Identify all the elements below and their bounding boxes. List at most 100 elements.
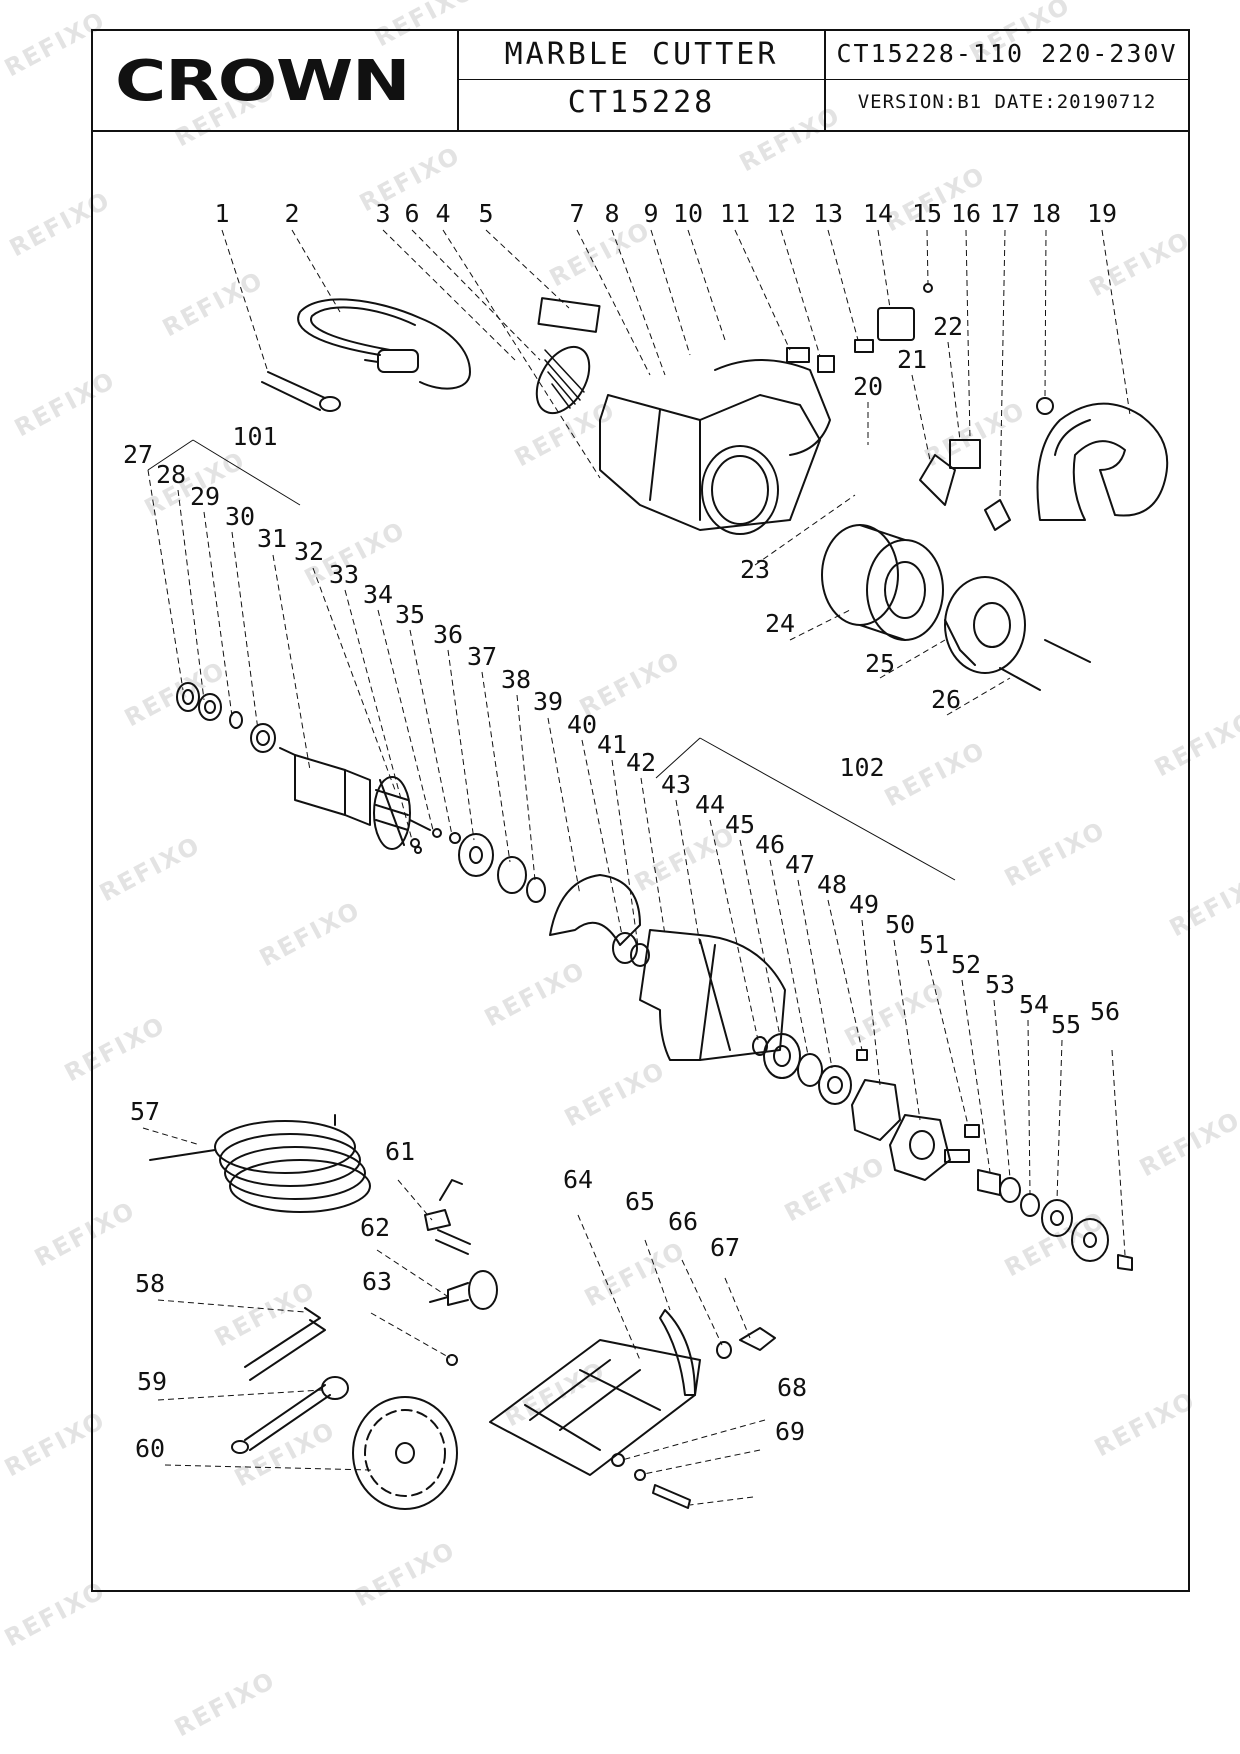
part-number-1: 1 <box>214 199 229 228</box>
part-number-25: 25 <box>865 649 895 678</box>
part-number-9: 9 <box>643 199 658 228</box>
part-47-key <box>856 1049 868 1061</box>
part-number-14: 14 <box>863 199 893 228</box>
part-number-66: 66 <box>668 1207 698 1236</box>
version-date: VERSION:B1 DATE:20190712 <box>857 91 1157 113</box>
part-number-23: 23 <box>740 555 770 584</box>
part-number-18: 18 <box>1031 199 1061 228</box>
part-67-nut <box>611 1453 625 1467</box>
drawing-sheet: CROWN MARBLE CUTTER CT15228 CT15228-110 … <box>91 29 1190 1592</box>
part-number-34: 34 <box>363 580 393 609</box>
part-57-hex-key <box>244 1307 326 1381</box>
part-number-54: 54 <box>1019 990 1049 1019</box>
part-21-cap <box>919 454 956 506</box>
part-26-screw-a <box>1044 639 1091 663</box>
part-number-68: 68 <box>777 1373 807 1402</box>
part-69-bolt <box>652 1484 691 1509</box>
part-number-50: 50 <box>885 910 915 939</box>
part-number-19: 19 <box>1087 199 1117 228</box>
part-number-44: 44 <box>695 790 725 819</box>
part-12-carbon <box>817 355 835 373</box>
part-number-53: 53 <box>985 970 1015 999</box>
part-49-flange <box>889 1114 951 1181</box>
part-number-62: 62 <box>360 1213 390 1242</box>
part-52-spindle <box>977 1169 1001 1196</box>
part-number-58: 58 <box>135 1269 165 1298</box>
part-62-screw <box>446 1354 458 1366</box>
part-39-cover <box>549 874 641 946</box>
part-15-screw <box>923 283 933 293</box>
part-26-screw-b <box>999 667 1041 691</box>
part-number-13: 13 <box>813 199 843 228</box>
part-number-35: 35 <box>395 600 425 629</box>
part-number-52: 52 <box>951 950 981 979</box>
part-number-38: 38 <box>501 665 531 694</box>
part-4-grille <box>535 345 591 415</box>
part-36-plate <box>458 833 494 877</box>
part-7-motor-housing <box>599 359 831 535</box>
part-48-gasket <box>851 1079 901 1141</box>
part-number-29: 29 <box>190 482 220 511</box>
part-number-31: 31 <box>257 524 287 553</box>
part-number-57: 57 <box>130 1097 160 1126</box>
part-66-knob <box>739 1327 776 1351</box>
part-number-56: 56 <box>1090 997 1120 1026</box>
logo-cell: CROWN <box>93 31 459 132</box>
part-14-switch <box>877 307 915 341</box>
part-number-11: 11 <box>720 199 750 228</box>
part-52-ring <box>999 1177 1021 1203</box>
part-number-5: 5 <box>478 199 493 228</box>
part-51-screw <box>944 1149 970 1163</box>
title-cell: MARBLE CUTTER CT15228 <box>459 31 826 132</box>
part-number-12: 12 <box>766 199 796 228</box>
part-5-label <box>537 297 601 333</box>
part-number-21: 21 <box>897 345 927 374</box>
part-number-45: 45 <box>725 810 755 839</box>
part-18-nut <box>1036 397 1054 415</box>
assembly-number-102: 102 <box>839 753 884 782</box>
title-divider <box>459 79 824 80</box>
part-24-stator <box>821 524 944 641</box>
part-number-33: 33 <box>329 560 359 589</box>
part-number-36: 36 <box>433 620 463 649</box>
parts-27-30-bearings <box>176 682 276 753</box>
part-17-clip <box>984 499 1011 531</box>
part-11-cap <box>786 347 810 363</box>
part-number-2: 2 <box>284 199 299 228</box>
part-31-armature <box>279 747 431 850</box>
part-54-flange <box>1041 1199 1073 1237</box>
part-38-bearing <box>526 877 546 903</box>
part-number-46: 46 <box>755 830 785 859</box>
part-44-gear <box>763 1033 801 1079</box>
part-53-oring <box>1020 1193 1040 1217</box>
part-number-15: 15 <box>912 199 942 228</box>
part-number-69: 69 <box>775 1417 805 1446</box>
part-number-24: 24 <box>765 609 795 638</box>
model-cell: CT15228-110 220-230V VERSION:B1 DATE:201… <box>826 31 1188 132</box>
part-number-40: 40 <box>567 710 597 739</box>
model-voltage: CT15228-110 220-230V <box>836 39 1178 68</box>
part-19-handle <box>1036 402 1169 521</box>
part-37-washer <box>497 856 527 894</box>
part-50-screw <box>964 1124 980 1138</box>
leader-lines <box>142 229 1131 1506</box>
part-number-60: 60 <box>135 1434 165 1463</box>
part-number-65: 65 <box>625 1187 655 1216</box>
part-number-8: 8 <box>604 199 619 228</box>
part-22-board <box>949 439 981 469</box>
part-number-63: 63 <box>362 1267 392 1296</box>
part-1-tube <box>261 371 341 412</box>
part-55-bolt <box>1117 1254 1133 1271</box>
part-25-baffle <box>944 576 1026 674</box>
part-13-brush <box>854 339 874 353</box>
assembly-number-101: 101 <box>232 422 277 451</box>
part-number-3: 3 <box>375 199 390 228</box>
part-number-22: 22 <box>933 312 963 341</box>
part-number-39: 39 <box>533 687 563 716</box>
part-number-26: 26 <box>931 685 961 714</box>
product-code: CT15228 <box>567 85 716 120</box>
part-40-gear <box>612 932 638 964</box>
part-number-32: 32 <box>294 537 324 566</box>
part-45-circlip <box>797 1053 823 1087</box>
